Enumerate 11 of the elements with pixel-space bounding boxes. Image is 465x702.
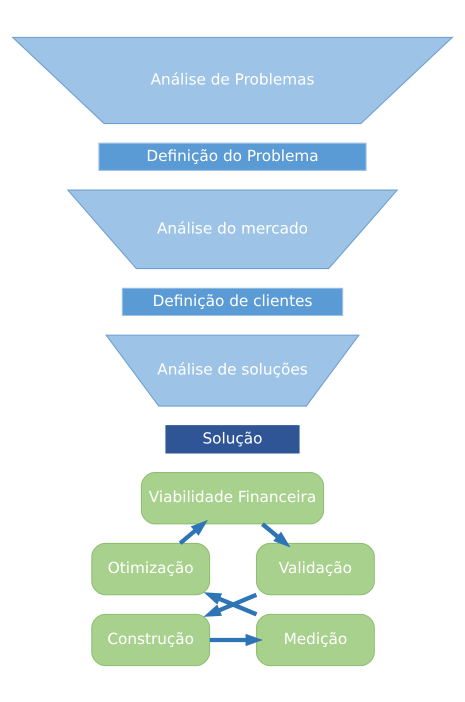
arrow — [178, 519, 208, 544]
arrow — [210, 633, 264, 646]
node-box: Definição de clientes — [122, 287, 344, 316]
node-box: Solução — [165, 424, 300, 453]
node-box: Otimização — [91, 542, 210, 595]
node-box: Definição do Problema — [98, 142, 367, 170]
node-box: Medição — [256, 613, 375, 666]
node-box: Validação — [256, 542, 375, 595]
node-box: Viabilidade Financeira — [140, 472, 324, 524]
node-box: Construção — [91, 613, 210, 666]
arrow — [261, 522, 291, 547]
